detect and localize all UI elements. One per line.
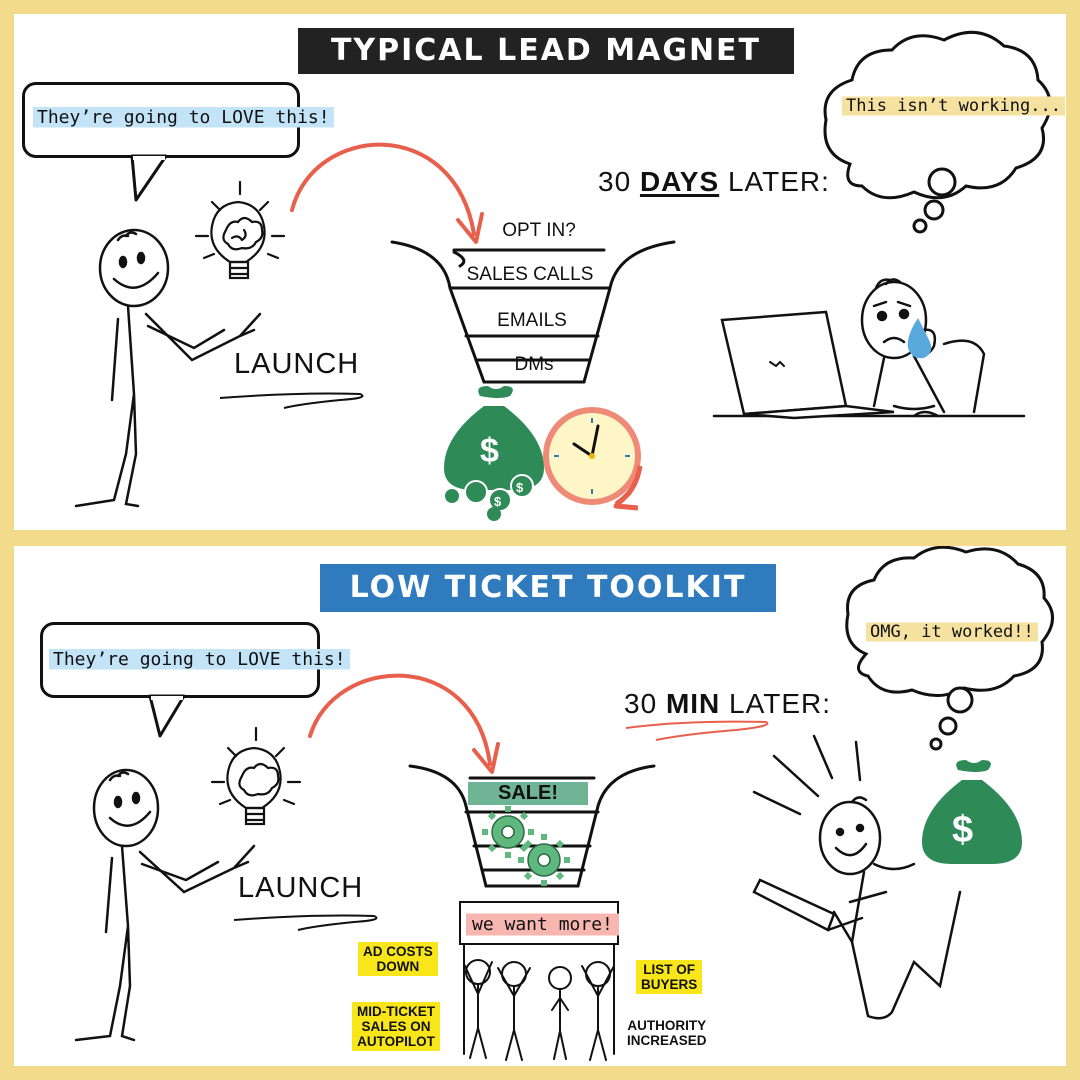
svg-text:$: $ (952, 809, 973, 851)
later-unit: MIN (665, 688, 721, 719)
later-label: 30 DAYS LATER: (598, 166, 830, 197)
funnel-step-dms: DMs (514, 354, 554, 375)
speech-bubble: They’re going to LOVE this! (22, 82, 334, 158)
launch-label: LAUNCH (238, 872, 364, 904)
note-mid-ticket-autopilot: MID-TICKET SALES ON AUTOPILOT (352, 1002, 440, 1051)
panel-typical-lead-magnet: TYPICAL LEAD MAGNET They’re going to LOV… (14, 14, 1066, 530)
laptop-icon (752, 878, 836, 932)
gears-icon (482, 806, 570, 886)
funnel-sale-label: SALE! (468, 782, 588, 805)
note-ad-costs-down: AD COSTS DOWN (358, 942, 438, 976)
teardrop-icon (907, 318, 932, 359)
lightbulb-brain-icon (210, 726, 302, 826)
launch-scribble (219, 392, 364, 409)
later-label: 30 MIN LATER: (624, 688, 831, 719)
thought-text: This isn’t working... (842, 94, 1065, 118)
happy-stick-figure (74, 228, 262, 508)
happy-stick-figure (74, 768, 256, 1042)
speech-text: They’re going to LOVE this! (33, 105, 334, 130)
panel-low-ticket-toolkit: LOW TICKET TOOLKIT They’re going to LOVE… (14, 546, 1066, 1066)
excited-figure-laptop (752, 734, 962, 1020)
thought-text: OMG, it worked!! (866, 620, 1038, 644)
lightbulb-brain-icon (194, 180, 286, 280)
funnel-step-opt-in: OPT IN? (502, 220, 576, 241)
banner-low-ticket-toolkit: LOW TICKET TOOLKIT (320, 564, 776, 612)
svg-text:$: $ (480, 432, 499, 470)
banner-typical-lead-magnet: TYPICAL LEAD MAGNET (298, 28, 794, 74)
launch-label: LAUNCH (234, 348, 360, 380)
launch-arrow (290, 142, 476, 236)
funnel (408, 764, 656, 888)
sad-figure-laptop (712, 278, 1026, 420)
speech-text: They’re going to LOVE this! (49, 647, 350, 672)
sign-text: we want more! (466, 912, 619, 937)
funnel-step-emails: EMAILS (497, 310, 567, 331)
note-list-of-buyers: LIST OF BUYERS (636, 960, 703, 994)
funnel (390, 240, 676, 384)
note-authority-increased: AUTHORITY INCREASED (622, 1016, 712, 1050)
money-bag-icon: $ $ $ (444, 386, 544, 521)
funnel-step-sales-calls: SALES CALLS (466, 264, 594, 285)
svg-text:$: $ (494, 494, 502, 509)
money-bag-icon: $ (922, 760, 1022, 864)
svg-text:$: $ (516, 480, 524, 495)
later-unit: DAYS (639, 166, 720, 197)
clock-icon (543, 407, 643, 511)
